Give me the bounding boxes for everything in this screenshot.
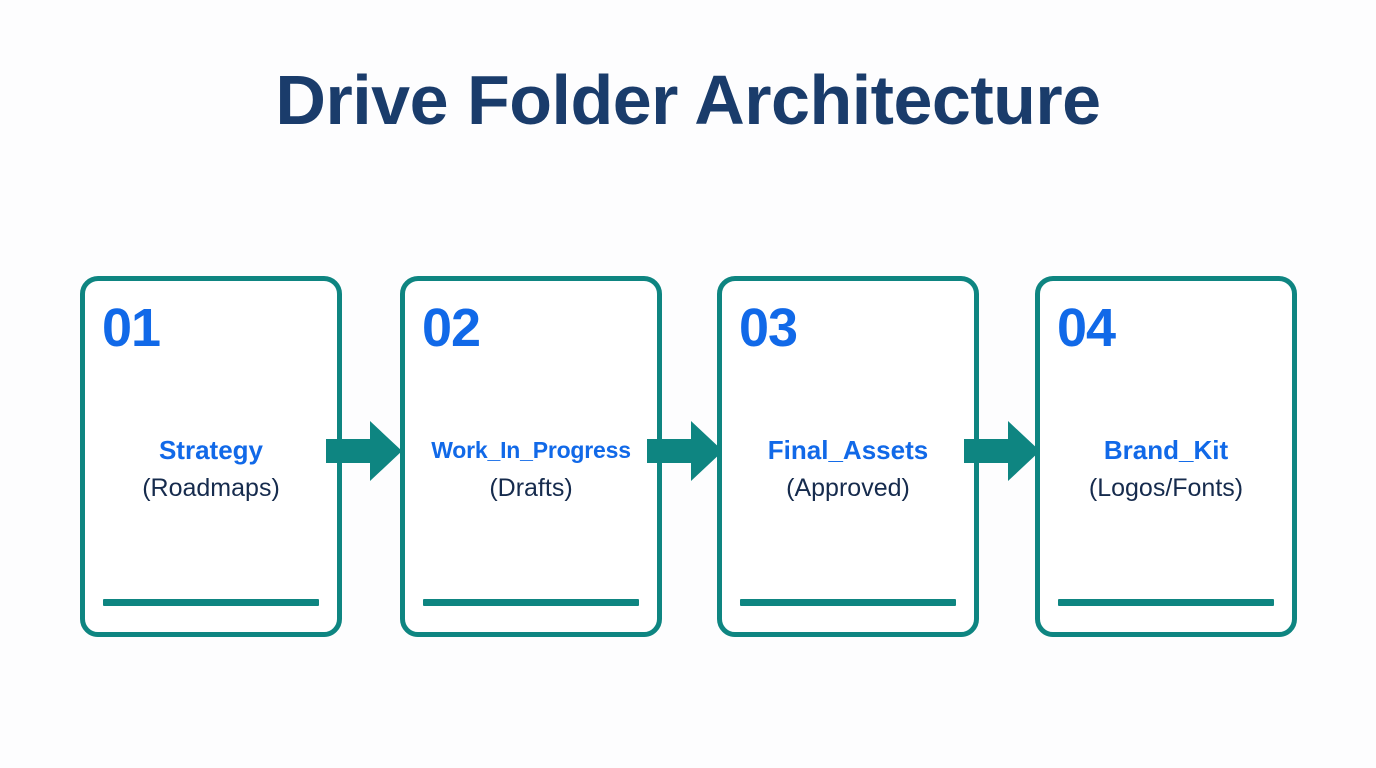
flow-card-number: 03 (739, 298, 798, 358)
flow-card-number: 04 (1057, 298, 1116, 358)
flow-card-detail: (Logos/Fonts) (1088, 474, 1244, 502)
flow-card-underline (740, 599, 956, 606)
flow-card-04[interactable]: 04 Brand_Kit (Logos/Fonts) (1035, 276, 1297, 637)
folder-flow-diagram: 01 Strategy (Roadmaps) 02 Work_In_Progre… (0, 276, 1376, 638)
flow-card-body: Work_In_Progress (Drafts) (405, 433, 657, 504)
flow-card-03[interactable]: 03 Final_Assets (Approved) (717, 276, 979, 637)
flow-card-title: Work_In_Progress (431, 437, 631, 463)
flow-card-underline (103, 599, 319, 606)
flow-card-underline (1058, 599, 1274, 606)
arrow-right-icon (647, 419, 723, 483)
flow-card-body: Final_Assets (Approved) (722, 433, 974, 504)
flow-card-number: 01 (102, 298, 161, 358)
flow-card-body: Brand_Kit (Logos/Fonts) (1040, 433, 1292, 504)
flow-card-underline (423, 599, 639, 606)
page-title: Drive Folder Architecture (275, 61, 1101, 139)
arrow-right-icon (964, 419, 1040, 483)
flow-card-detail: (Approved) (786, 474, 910, 502)
flow-card-body: Strategy (Roadmaps) (85, 433, 337, 504)
arrow-right-icon (326, 419, 402, 483)
flow-card-01[interactable]: 01 Strategy (Roadmaps) (80, 276, 342, 637)
flow-card-detail: (Roadmaps) (142, 474, 280, 502)
flow-card-number: 02 (422, 298, 481, 358)
flow-card-detail: (Drafts) (489, 474, 573, 502)
flow-card-title: Brand_Kit (1103, 435, 1229, 465)
flow-card-title: Strategy (158, 435, 264, 465)
flow-card-title: Final_Assets (767, 435, 929, 465)
flow-card-02[interactable]: 02 Work_In_Progress (Drafts) (400, 276, 662, 637)
